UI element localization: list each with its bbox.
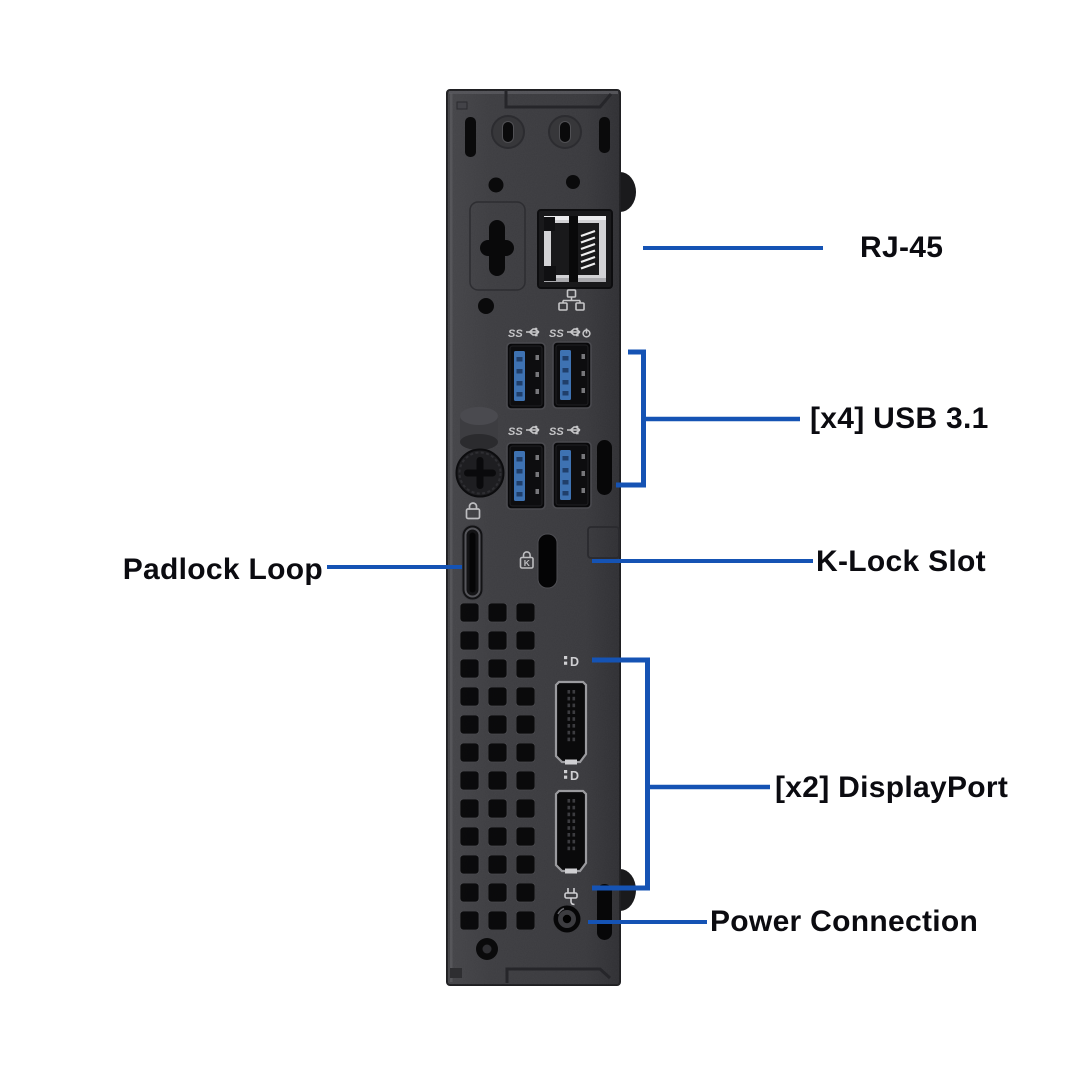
screw-hole-bottom [476, 938, 498, 960]
usb-ss-label: SS [549, 328, 564, 340]
usb-ss-label: SS [508, 328, 523, 340]
label-power: Power Connection [710, 905, 979, 938]
expansion-slot [597, 440, 612, 495]
vent-grid [460, 603, 535, 930]
pc-rear-panel-image: D [446, 89, 636, 986]
label-klock: K-Lock Slot [816, 545, 986, 578]
rj45-port [537, 209, 613, 289]
top-latch [504, 91, 613, 109]
panel-seam [587, 526, 620, 559]
cross-knockout [469, 201, 526, 291]
label-padlock: Padlock Loop [122, 553, 323, 586]
antenna-knockouts [491, 115, 582, 149]
expansion-slot-bottom [597, 884, 612, 940]
usb-ss-markings-top: SS SS [508, 326, 591, 340]
thumbscrew [455, 448, 505, 498]
screw-hole [566, 175, 580, 189]
kensington-letter: K [524, 558, 531, 568]
bottom-latch [505, 967, 612, 983]
cable-hook [460, 407, 498, 450]
klock-slot [537, 533, 558, 589]
screw-hole [488, 177, 504, 193]
usb-ss-label: SS [508, 426, 523, 438]
usb-ss-label: SS [549, 426, 564, 438]
power-jack [553, 905, 581, 933]
power-share-icon [582, 328, 591, 338]
label-rj45: RJ-45 [860, 231, 944, 264]
usb-ss-markings-bottom: SS SS [508, 424, 581, 438]
padlock-icon [465, 502, 481, 520]
network-icon [558, 289, 585, 311]
mount-slot-left [465, 117, 476, 157]
kensington-icon: K [519, 551, 534, 569]
label-usb: [x4] USB 3.1 [810, 402, 989, 435]
padlock-loop [461, 524, 484, 601]
label-displayport: [x2] DisplayPort [775, 771, 1009, 804]
screw-hole [478, 298, 494, 314]
power-plug-icon [564, 888, 578, 906]
mount-slot-right [599, 117, 610, 153]
